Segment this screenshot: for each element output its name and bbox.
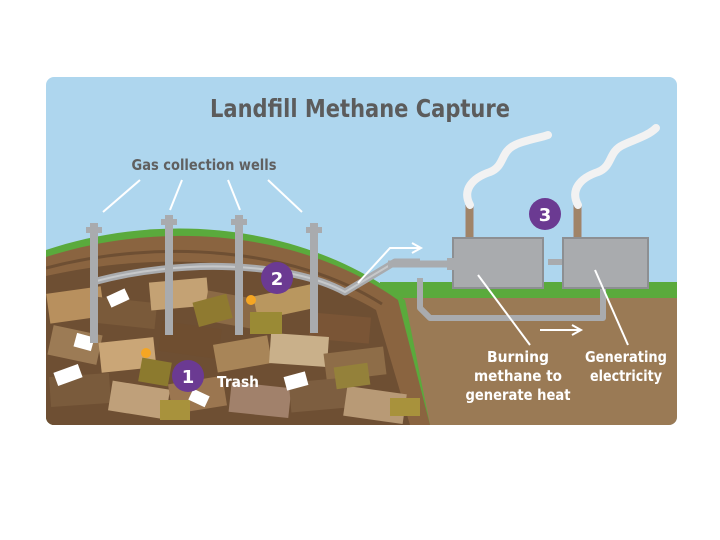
marker-3: 3 bbox=[529, 198, 561, 230]
diagram-title: Landfill Methane Capture bbox=[210, 94, 510, 123]
marker-2-label: 2 bbox=[271, 269, 284, 290]
marker-1-label: 1 bbox=[182, 367, 195, 388]
trash-piece bbox=[390, 398, 420, 416]
marker-1: 1 bbox=[172, 360, 204, 392]
trash-piece bbox=[250, 312, 282, 334]
diagram-frame: 1 2 3 Landfill Methane Capture Gas colle… bbox=[46, 77, 680, 428]
marker-2: 2 bbox=[261, 262, 293, 294]
trash-label: Trash bbox=[217, 373, 259, 391]
burning-label-line: methane to bbox=[474, 367, 562, 385]
trash-piece bbox=[269, 333, 329, 367]
marker-3-label: 3 bbox=[539, 205, 552, 226]
trash-piece bbox=[334, 363, 371, 390]
trash-piece bbox=[138, 358, 172, 387]
trash-piece bbox=[160, 400, 190, 420]
generating-label-line: Generating bbox=[585, 348, 667, 366]
orange-dot bbox=[141, 348, 151, 358]
burning-label-line: Burning bbox=[487, 348, 549, 366]
burning-label-line: generate heat bbox=[466, 386, 571, 404]
generating-label-line: electricity bbox=[590, 367, 662, 385]
generating-label: Generating electricity bbox=[585, 348, 667, 385]
orange-dot bbox=[246, 295, 256, 305]
wells-label: Gas collection wells bbox=[132, 156, 277, 174]
